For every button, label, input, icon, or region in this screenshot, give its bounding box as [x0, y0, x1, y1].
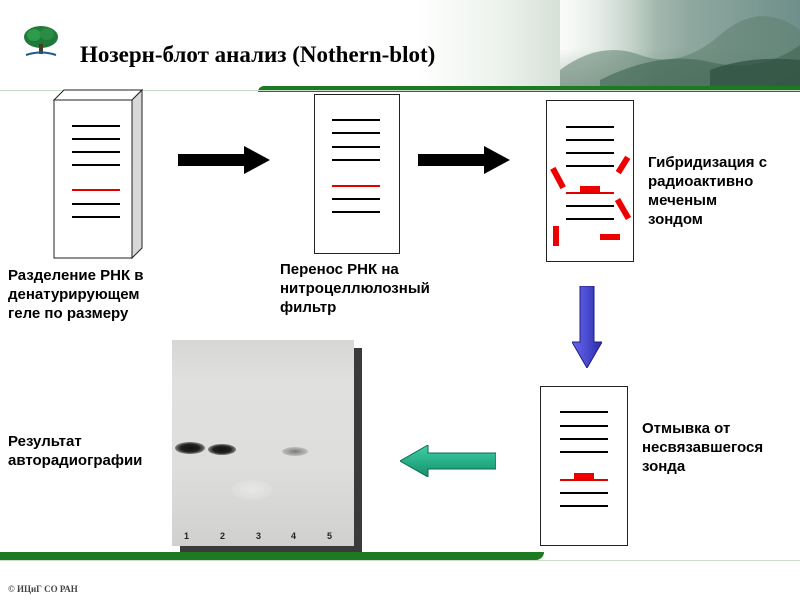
wash-target-band	[560, 479, 608, 481]
filter-band	[332, 159, 380, 161]
wash-band	[560, 438, 608, 440]
result-caption-line: авторадиографии	[8, 452, 143, 469]
header-landscape-image	[560, 0, 800, 88]
transfer-caption-line: Перенос РНК на	[280, 261, 399, 278]
hybridization-caption: Гибридизация с радиоактивно меченым зонд…	[648, 153, 767, 229]
landscape-hills	[560, 16, 800, 88]
hyb-band	[566, 165, 614, 167]
wash-caption-line: зонда	[642, 458, 686, 475]
signal-band	[208, 444, 236, 455]
gel-caption-line: геле по размеру	[8, 305, 129, 322]
hybridization-caption-line: Гибридизация с	[648, 154, 768, 171]
lane-label: 3	[256, 531, 262, 541]
transfer-caption-line: фильтр	[280, 299, 337, 316]
wash-band	[560, 492, 608, 494]
gel-panel	[52, 88, 144, 260]
filter-band	[332, 132, 380, 134]
header-divider	[0, 90, 800, 91]
background-smear	[232, 480, 272, 500]
tree-logo-icon	[24, 26, 58, 56]
transfer-caption: Перенос РНК на нитроцеллюлозный фильтр	[280, 260, 430, 317]
signal-band	[282, 447, 308, 456]
filter-band	[332, 211, 380, 213]
gel-band	[72, 151, 120, 153]
autoradiograph-image: 1 2 3 4 5	[172, 340, 354, 546]
hybridization-caption-line: зондом	[648, 211, 703, 228]
lane-label: 4	[291, 531, 297, 541]
transfer-caption-line: нитроцеллюлозный	[280, 280, 430, 297]
arrow-right-icon	[418, 146, 510, 174]
wash-band	[560, 505, 608, 507]
lane-label: 5	[327, 531, 333, 541]
filter-band	[332, 146, 380, 148]
copyright-text: © ИЦиГ СО РАН	[8, 584, 78, 594]
gel-caption: Разделение РНК в денатурирующем геле по …	[8, 266, 144, 323]
wash-caption-line: несвязавшегося	[642, 439, 764, 456]
hyb-band	[566, 218, 614, 220]
gel-band	[72, 203, 120, 205]
filter-target-band	[332, 185, 380, 187]
filter-band	[332, 198, 380, 200]
gel-caption-line: денатурирующем	[8, 286, 140, 303]
footer-accent-line	[0, 552, 544, 560]
hyb-band	[566, 205, 614, 207]
hyb-target-band	[566, 192, 614, 194]
hyb-band	[566, 126, 614, 128]
wash-band	[560, 411, 608, 413]
wash-caption-line: Отмывка от	[642, 420, 731, 437]
hybridization-caption-line: меченым	[648, 192, 718, 209]
header-accent-line	[258, 86, 800, 92]
lane-label: 1	[184, 531, 190, 541]
slide-title: Нозерн-блот анализ (Nothern-blot)	[80, 42, 436, 67]
free-probe	[553, 226, 559, 246]
hybridization-caption-line: радиоактивно	[648, 173, 754, 190]
result-caption: Результат авторадиографии	[8, 432, 142, 470]
wash-panel	[540, 386, 628, 546]
arrow-right-icon	[178, 146, 270, 174]
gel-caption-line: Разделение РНК в	[8, 267, 144, 284]
free-probe	[600, 234, 620, 240]
signal-band	[175, 442, 205, 454]
gel-band	[72, 216, 120, 218]
arrow-left-icon	[400, 445, 496, 477]
gel-band	[72, 125, 120, 127]
filter-panel	[314, 94, 400, 254]
wash-band	[560, 425, 608, 427]
footer-divider	[0, 560, 800, 561]
filter-band	[332, 119, 380, 121]
bound-probe	[580, 186, 600, 192]
arrow-down-icon	[572, 286, 602, 368]
hyb-band	[566, 139, 614, 141]
gel-target-band	[72, 189, 120, 191]
lane-label: 2	[220, 531, 226, 541]
hyb-band	[566, 152, 614, 154]
wash-caption: Отмывка от несвязавшегося зонда	[642, 419, 763, 476]
gel-band	[72, 138, 120, 140]
wash-band	[560, 451, 608, 453]
gel-band	[72, 164, 120, 166]
result-caption-line: Результат	[8, 433, 82, 450]
bound-probe	[574, 473, 594, 479]
